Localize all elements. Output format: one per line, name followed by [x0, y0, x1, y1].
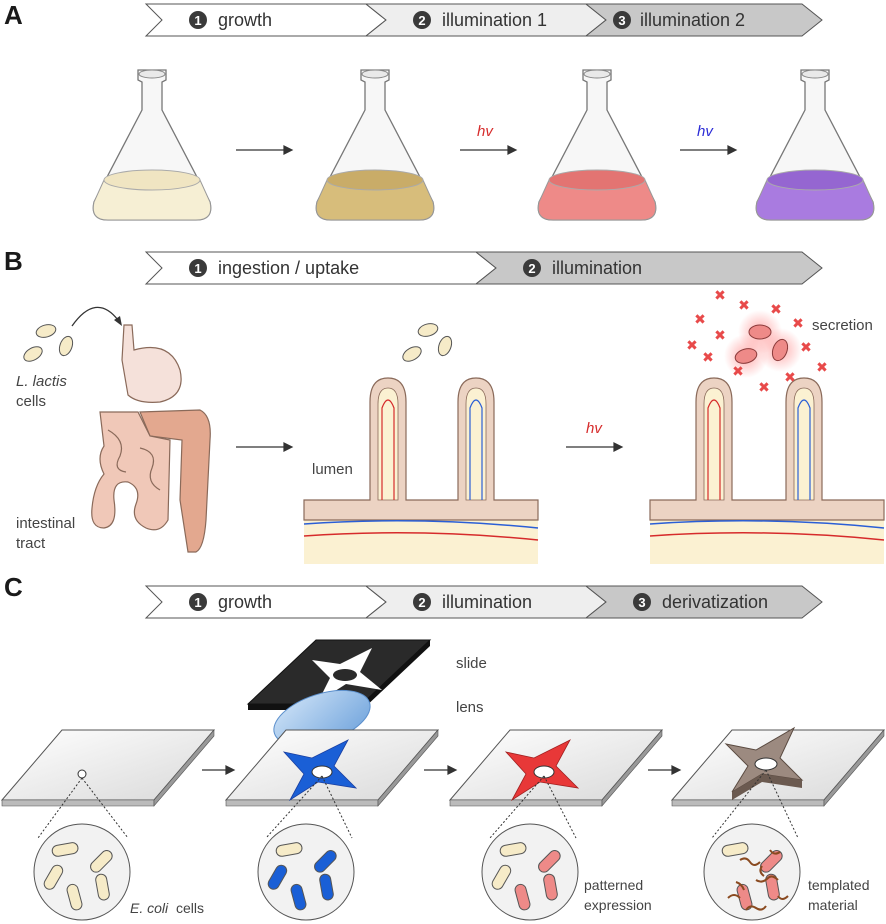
step-label: ingestion / uptake [218, 258, 359, 278]
svg-text:✖: ✖ [816, 360, 828, 376]
step-number: 1 [194, 13, 201, 28]
step-label: illumination [442, 592, 532, 612]
step-label: growth [218, 592, 272, 612]
secreted-molecules: ✖✖✖ ✖✖✖ ✖✖✖ ✖✖✖ ✖ [686, 288, 828, 396]
flask-4 [755, 69, 875, 221]
svg-text:✖: ✖ [732, 364, 744, 380]
intestinal-tract [91, 324, 211, 553]
step-number: 2 [418, 595, 425, 610]
arrow-icon [680, 145, 738, 155]
svg-text:✖: ✖ [686, 338, 698, 354]
slide-label: slide [456, 655, 487, 672]
step-chevron-a3: 3 illumination 2 [584, 3, 823, 37]
step-number: 3 [638, 595, 645, 610]
step-number: 3 [618, 13, 625, 28]
svg-text:✖: ✖ [714, 328, 726, 344]
zoom-circle-3 [481, 775, 579, 921]
step-chevron-c3: 3 derivatization [584, 585, 823, 619]
step-chevron-a2: 2 illumination 1 [364, 3, 607, 37]
svg-text:L. lactis: L. lactis [16, 373, 67, 390]
svg-text:✖: ✖ [792, 316, 804, 332]
secretion-label: secretion [812, 317, 873, 334]
step-number: 1 [194, 595, 201, 610]
step-chevron-a1: 1 growth [144, 3, 387, 37]
arrow-icon [648, 765, 682, 775]
secreting-cells [724, 310, 802, 378]
cells-label: cells [16, 393, 46, 410]
svg-text:✖: ✖ [694, 312, 706, 328]
svg-text:✖: ✖ [702, 350, 714, 366]
arrow-icon [202, 765, 236, 775]
hv-red-label: hv [477, 123, 494, 140]
villi-before [303, 377, 539, 564]
templated-label: templated [808, 877, 869, 893]
patterned-label: patterned [584, 877, 643, 893]
flask-1 [92, 69, 212, 221]
svg-text:✖: ✖ [714, 288, 726, 304]
arrow-icon [460, 145, 518, 155]
curved-arrow-icon [71, 306, 119, 327]
intestinal-label: intestinal [16, 515, 75, 532]
expression-label: expression [584, 897, 652, 913]
step-label: derivatization [662, 592, 768, 612]
step-number: 2 [528, 261, 535, 276]
step-number: 1 [194, 261, 201, 276]
svg-text:✖: ✖ [800, 340, 812, 356]
plate-2 [224, 729, 440, 807]
zoom-circle-4 [703, 769, 801, 921]
step-chevron-c1: 1 growth [144, 585, 387, 619]
hv-label-b: hv [586, 420, 603, 437]
lens-label: lens [456, 699, 484, 716]
lactis-cells [23, 324, 74, 362]
step-label: growth [218, 10, 272, 30]
lumen-label: lumen [312, 461, 353, 478]
svg-text:✖: ✖ [784, 370, 796, 386]
villi-after [649, 377, 885, 564]
panel-letter-c: C [4, 572, 23, 602]
plate-1 [0, 729, 216, 807]
photomask-slide [246, 639, 432, 710]
panel-letter-a: A [4, 0, 23, 30]
arrow-icon [236, 145, 294, 155]
step-label: illumination 1 [442, 10, 547, 30]
material-label: material [808, 897, 858, 913]
plate-4 [670, 726, 886, 807]
arrow-head-icon [114, 316, 122, 326]
lactis-cells-lumen [402, 323, 453, 362]
zoom-circle-2 [257, 775, 355, 921]
ecoli-label: cells [176, 900, 204, 916]
svg-text:✖: ✖ [770, 302, 782, 318]
arrow-icon [236, 442, 294, 452]
cells-label-italic: L. lactis [16, 373, 67, 390]
step-chevron-b2: 2 illumination [474, 251, 823, 285]
zoom-circle-1 [33, 777, 131, 921]
step-label: illumination 2 [640, 10, 745, 30]
step-label: illumination [552, 258, 642, 278]
flask-3 [537, 69, 657, 221]
step-chevron-b1: 1 ingestion / uptake [144, 251, 497, 285]
svg-text:✖: ✖ [758, 380, 770, 396]
flask-2 [315, 69, 435, 221]
hv-blue-label: hv [697, 123, 714, 140]
step-number: 2 [418, 13, 425, 28]
step-chevron-c2: 2 illumination [364, 585, 607, 619]
panel-letter-b: B [4, 246, 23, 276]
svg-text:E. coli cells: E. coli cells [130, 900, 204, 916]
ecoli-label-italic: E. coli [130, 900, 169, 916]
arrow-icon [566, 442, 624, 452]
svg-text:✖: ✖ [738, 298, 750, 314]
arrow-icon [424, 765, 458, 775]
plate-3 [448, 729, 664, 807]
tract-label: tract [16, 535, 46, 552]
